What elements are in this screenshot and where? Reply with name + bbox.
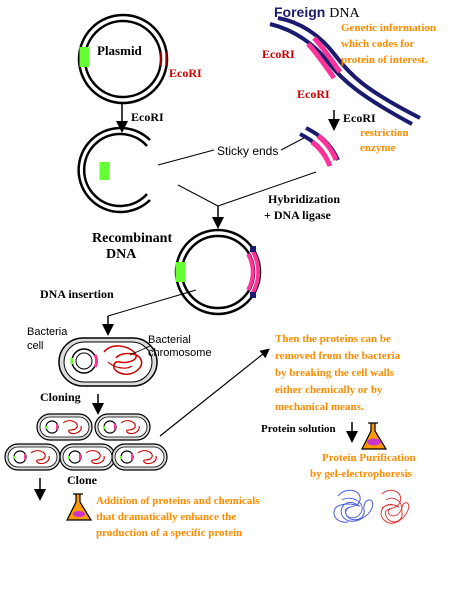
flask-icon-right	[361, 422, 388, 450]
clone-cell-5	[111, 443, 168, 471]
bacteria-chromosome-squiggle-2	[107, 361, 133, 369]
plasmid-red-site	[160, 52, 167, 66]
clone-cell-4	[59, 443, 116, 471]
cut-fragment-group	[299, 126, 340, 167]
recombinant-junction-bottom	[250, 292, 256, 298]
foreign-strand-bottom	[269, 22, 413, 126]
foreign-insert-top	[312, 36, 343, 74]
dna-insertion-label: DNA insertion	[40, 287, 114, 301]
purified-protein-red	[380, 489, 410, 524]
protein-solution-label: Protein solution	[261, 423, 336, 435]
cut-plasmid-group	[77, 126, 151, 214]
sticky-line-left	[157, 149, 215, 166]
protein-purification-text: Protein Purification by gel-electrophore…	[310, 452, 418, 480]
arrow-to-purification	[159, 348, 270, 437]
bacteria-plasmid-pink	[93, 354, 99, 368]
clone-cell-2	[94, 413, 151, 441]
foreign-strand-top	[277, 16, 421, 120]
bacterial-chromosome-label: Bacterial chromosome	[148, 334, 212, 359]
plasmid-ecori-step-label: EcoRI	[131, 110, 164, 124]
cut-plasmid-inner	[83, 132, 148, 208]
bacteria-plasmid-inner	[75, 352, 93, 370]
sticky-ends-label: Sticky ends	[217, 144, 278, 158]
chromosome-pointer	[129, 345, 151, 356]
recombinant-label: Recombinant DNA	[92, 231, 176, 262]
foreign-dna-group: Foreign DNA EcoRI EcoRI Genetic informat…	[262, 4, 439, 126]
recombinant-insert-inner	[246, 253, 255, 291]
merge-line-left	[177, 184, 219, 207]
foreign-ecori-1: EcoRI	[262, 47, 295, 61]
plasmid-inner-ring	[83, 19, 163, 99]
restriction-enzyme-text: restriction enzyme	[360, 127, 411, 154]
plasmid-green-segment	[79, 47, 90, 67]
recombinant-green	[175, 262, 186, 282]
bacteria-cell-group: Bacteria cell Bacterial chromosome	[27, 326, 212, 387]
clone-cell-1	[36, 413, 93, 441]
foreign-insert-bottom	[306, 42, 337, 80]
plasmid-label: Plasmid	[97, 43, 143, 58]
cut-plasmid-outer	[77, 126, 151, 214]
clone-cells-group	[4, 413, 168, 471]
addition-text: Addition of proteins and chemicals that …	[96, 495, 262, 539]
then-proteins-text: Then the proteins can be removed from th…	[275, 333, 403, 413]
purified-protein-blue	[333, 489, 374, 523]
plasmid-ecori-label: EcoRI	[169, 66, 202, 80]
cut-plasmid-green	[99, 162, 110, 180]
foreign-ecori-2: EcoRI	[297, 87, 330, 101]
foreign-title: Foreign DNA	[274, 4, 360, 21]
merge-line-right	[217, 171, 317, 207]
insertion-line	[107, 289, 197, 317]
bacteria-cell-label: Bacteria cell	[27, 326, 70, 352]
flask-icon-left	[66, 493, 93, 521]
hybridization-text: Hybridization + DNA ligase	[264, 192, 343, 222]
sticky-line-right	[280, 137, 305, 151]
clone-label: Clone	[67, 473, 98, 487]
cloning-label: Cloning	[40, 390, 81, 404]
recombinant-group: Recombinant DNA	[92, 228, 262, 316]
recombinant-outer-ring	[174, 228, 262, 316]
clone-cell-3	[4, 443, 61, 471]
genetic-info-text: Genetic information which codes for prot…	[341, 22, 439, 66]
recombinant-junction-top	[250, 246, 256, 252]
plasmid-group: Plasmid EcoRI	[77, 13, 202, 105]
recombinant-inner-ring	[180, 234, 256, 310]
cut-fragment-insert	[310, 134, 339, 167]
plasmid-outer-ring	[77, 13, 169, 105]
recombinant-insert-outer	[250, 248, 261, 296]
foreign-ecori-step-label: EcoRI	[343, 111, 376, 125]
